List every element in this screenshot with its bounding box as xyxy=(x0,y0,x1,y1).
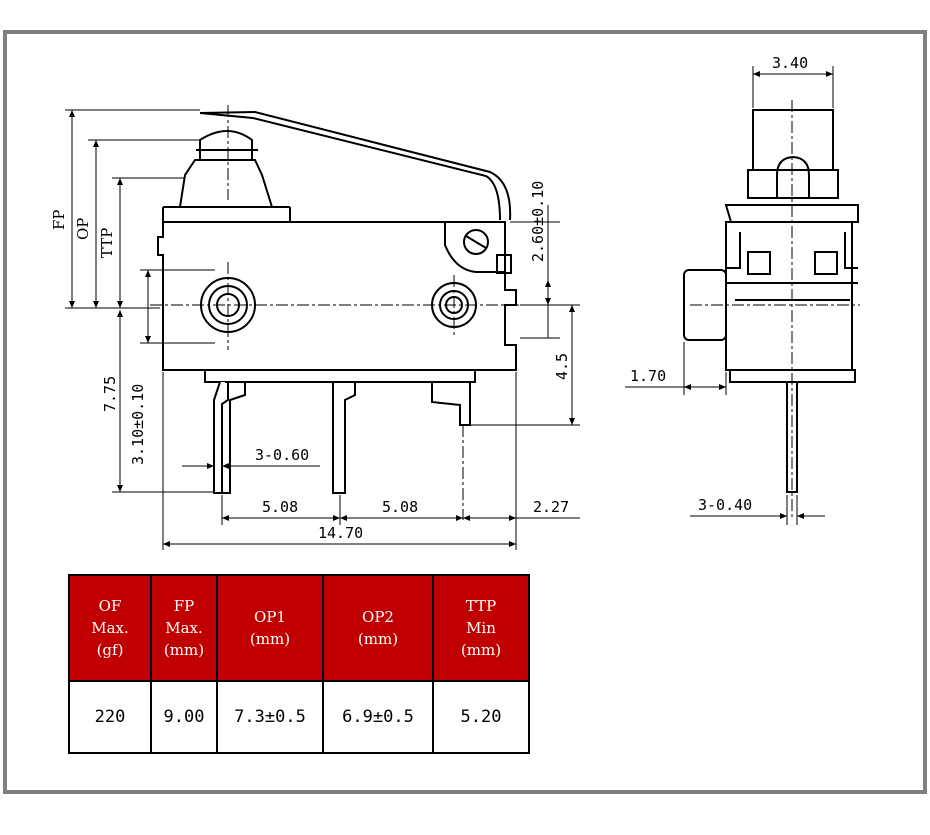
terminal-2 xyxy=(332,381,356,494)
label-fp: FP xyxy=(50,209,68,230)
terminal-1 xyxy=(213,381,229,494)
dim-7-75: 7.75 xyxy=(101,376,119,412)
table-row: 220 9.00 7.3±0.5 6.9±0.5 5.20 xyxy=(68,680,530,754)
plunger xyxy=(179,159,273,208)
value-op2: 6.9±0.5 xyxy=(322,680,434,754)
side-view xyxy=(683,109,859,493)
dim-14-70: 14.70 xyxy=(318,524,363,542)
dim-2-60: 2.60±0.10 xyxy=(529,181,547,262)
label-ttp: TTP xyxy=(98,228,116,258)
dim-4-5: 4.5 xyxy=(553,353,571,380)
value-fp: 9.00 xyxy=(150,680,218,754)
value-op1: 7.3±0.5 xyxy=(216,680,324,754)
dim-5-08-a: 5.08 xyxy=(262,498,298,516)
dim-5-08-b: 5.08 xyxy=(382,498,418,516)
header-op2: OP2(mm) xyxy=(322,574,434,682)
value-of: 220 xyxy=(68,680,152,754)
dim-3-10: 3.10±0.10 xyxy=(129,384,147,465)
header-op1: OP1(mm) xyxy=(216,574,324,682)
dim-3-0-40: 3-0.40 xyxy=(698,496,752,514)
switch-body xyxy=(157,207,517,371)
dim-2-27: 2.27 xyxy=(533,498,569,516)
lever xyxy=(199,110,512,221)
lever-pivot xyxy=(463,229,489,255)
dim-3-40: 3.40 xyxy=(772,54,808,72)
dim-1-70: 1.70 xyxy=(630,367,666,385)
dim-3-0-60: 3-0.60 xyxy=(255,446,309,464)
front-view xyxy=(157,110,517,494)
label-op: OP xyxy=(74,218,92,240)
side-actuator xyxy=(752,109,834,171)
base-plate xyxy=(204,369,476,383)
value-ttp: 5.20 xyxy=(432,680,530,754)
terminal-3 xyxy=(431,382,471,426)
